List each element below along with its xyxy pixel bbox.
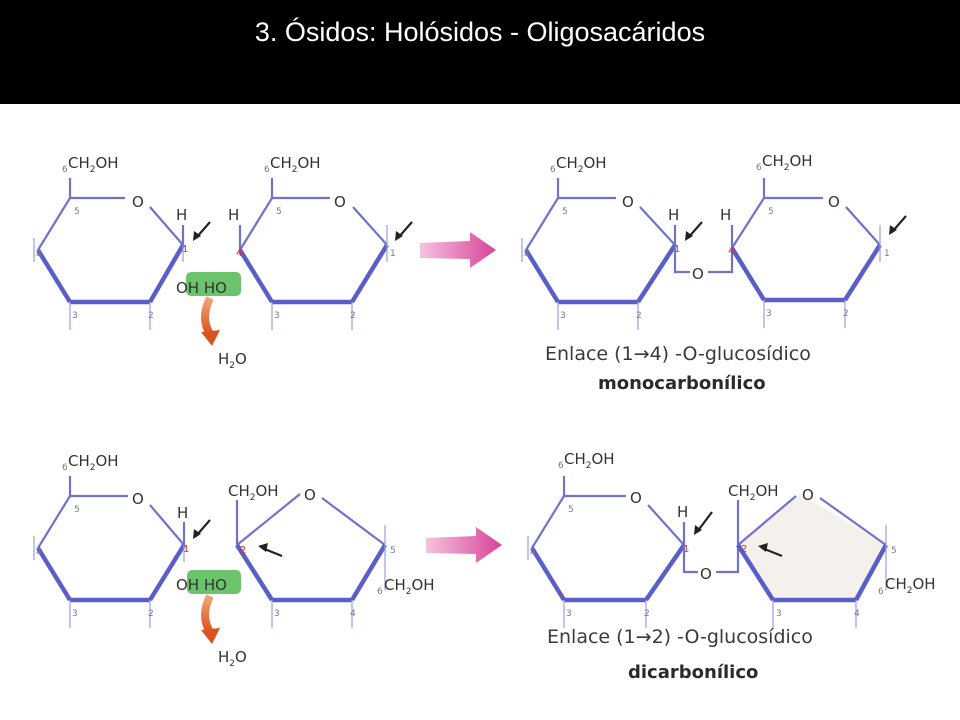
c4-h: H bbox=[228, 206, 239, 224]
ch2oh-label: CH2OH bbox=[68, 452, 119, 473]
carbon-5-number: 5 bbox=[891, 546, 897, 556]
carbon-3-number: 3 bbox=[766, 309, 772, 319]
carbon-1-number: 1 bbox=[183, 544, 189, 555]
carbon-4-number: 4 bbox=[530, 548, 536, 558]
carbon-6-number: 6 bbox=[878, 587, 884, 597]
glycosidic-oxygen: O bbox=[692, 265, 704, 283]
ch2oh-label: CH2OH bbox=[762, 152, 813, 173]
anomeric-h: H bbox=[176, 206, 187, 224]
carbon-4-number: 4 bbox=[728, 246, 734, 257]
carbon-1-number: 1 bbox=[390, 249, 396, 259]
water-release-arrow bbox=[201, 296, 214, 337]
anomeric-h: H bbox=[177, 504, 188, 522]
ring-oxygen: O bbox=[828, 193, 840, 211]
carbon-2-number: 2 bbox=[636, 311, 642, 321]
carbon-3-number: 3 bbox=[274, 311, 280, 321]
hydroxyl-groups-label: OH HO bbox=[176, 576, 227, 594]
carbon-5-number: 5 bbox=[276, 207, 282, 217]
hydroxyl-highlight bbox=[187, 570, 241, 594]
hydroxyl-groups-label: OH HO bbox=[176, 279, 227, 297]
glucose-ring-a: CH2OH 6 5 4 3 2 1 O H bbox=[33, 154, 211, 330]
carbon-3-number: 3 bbox=[776, 609, 782, 619]
carbon-2-number: 2 bbox=[741, 544, 747, 555]
top-bond-caption: Enlace (1→4) -O-glucosídico bbox=[545, 343, 811, 365]
top-right-product: CH2OH 6 5 4 3 2 1 O H O CH2OH 6 5 4 3 2 … bbox=[521, 152, 907, 394]
ch2oh-label: CH2OH bbox=[885, 575, 936, 596]
reaction-arrow-bottom bbox=[426, 527, 502, 563]
hydroxyl-highlight bbox=[186, 272, 241, 296]
carbon-1-number: 1 bbox=[674, 244, 680, 255]
carbon-2-number: 2 bbox=[350, 311, 356, 321]
ring-oxygen: O bbox=[304, 486, 316, 504]
ch2oh-label: CH2OH bbox=[728, 482, 779, 503]
carbon-5-number: 5 bbox=[74, 207, 80, 217]
ring-oxygen: O bbox=[132, 490, 144, 508]
carbon-6-number: 6 bbox=[756, 163, 762, 173]
carbon-5-number: 5 bbox=[562, 207, 568, 217]
carbon-6-number: 6 bbox=[558, 461, 564, 471]
carbon-3-number: 3 bbox=[566, 609, 572, 619]
ch2oh-label: CH2OH bbox=[270, 154, 321, 175]
carbon-4-number: 4 bbox=[854, 609, 860, 619]
top-bond-type: monocarbonílico bbox=[598, 373, 766, 394]
carbon-3-number: 3 bbox=[72, 311, 78, 321]
bottom-right-product: CH2OH 6 5 4 3 2 1 O H O CH2OH O 2 3 4 5 … bbox=[527, 450, 936, 683]
fructose-ring-fill bbox=[738, 494, 886, 600]
carbon-6-number: 6 bbox=[62, 165, 68, 175]
carbon-5-number: 5 bbox=[390, 546, 396, 556]
carbon-6-number: 6 bbox=[62, 463, 68, 473]
bottom-left-reactants: CH2OH 6 5 4 3 2 1 O H CH2OH O 2 3 4 5 6 … bbox=[33, 452, 435, 669]
carbon-1-number: 1 bbox=[182, 244, 188, 255]
carbon-5-number: 5 bbox=[568, 505, 574, 515]
bottom-bond-caption: Enlace (1→2) -O-glucosídico bbox=[547, 626, 813, 648]
ch2oh-label: CH2OH bbox=[556, 154, 607, 175]
slide-title: 3. Ósidos: Holósidos - Oligosacáridos bbox=[254, 17, 706, 47]
slide-header: 3. Ósidos: Holósidos - Oligosacáridos bbox=[0, 0, 960, 104]
ring-oxygen: O bbox=[622, 193, 634, 211]
carbon-1-number: 1 bbox=[683, 544, 689, 555]
ring-oxygen: O bbox=[630, 489, 642, 507]
carbon-2-number: 2 bbox=[644, 609, 650, 619]
carbon-4-number: 4 bbox=[350, 609, 356, 619]
ring-oxygen: O bbox=[802, 486, 814, 504]
glucose-ring-b: CH2OH 6 5 4 3 2 1 O H bbox=[228, 154, 413, 330]
ch2oh-label: CH2OH bbox=[68, 154, 119, 175]
ch2oh-label: CH2OH bbox=[564, 450, 615, 471]
carbon-2-number: 2 bbox=[148, 609, 154, 619]
carbon-2-number: 2 bbox=[240, 545, 246, 556]
anomeric-h: H bbox=[677, 503, 688, 521]
glycosidic-bond-diagram: CH2OH 6 5 4 3 2 1 O H CH2OH bbox=[33, 152, 936, 683]
ring-oxygen: O bbox=[132, 193, 144, 211]
bottom-bond-type: dicarbonílico bbox=[628, 662, 758, 683]
ch2oh-label: CH2OH bbox=[384, 576, 435, 597]
carbon-6-number: 6 bbox=[264, 165, 270, 175]
water-release-arrow bbox=[201, 594, 214, 635]
carbon-6-number: 6 bbox=[550, 165, 556, 175]
carbon-4-number: 4 bbox=[36, 548, 42, 558]
reaction-arrow-top bbox=[420, 232, 496, 268]
ch2oh-label: CH2OH bbox=[228, 482, 279, 503]
carbon-2-number: 2 bbox=[843, 309, 849, 319]
ring-oxygen: O bbox=[334, 193, 346, 211]
carbon-3-number: 3 bbox=[72, 609, 78, 619]
top-left-reactants: CH2OH 6 5 4 3 2 1 O H CH2OH bbox=[33, 154, 413, 371]
glycosidic-oxygen: O bbox=[700, 565, 712, 583]
carbon-1-number: 1 bbox=[884, 249, 890, 259]
anomeric-h: H bbox=[668, 206, 679, 224]
carbon-3-number: 3 bbox=[274, 609, 280, 619]
carbon-3-number: 3 bbox=[560, 311, 566, 321]
carbon-2-number: 2 bbox=[148, 311, 154, 321]
carbon-4-number: 4 bbox=[524, 250, 530, 260]
water-label: H2O bbox=[218, 648, 247, 669]
carbon-6-number: 6 bbox=[377, 587, 383, 597]
carbon-5-number: 5 bbox=[74, 505, 80, 515]
water-label: H2O bbox=[218, 350, 247, 371]
c4-h: H bbox=[720, 206, 731, 224]
carbon-5-number: 5 bbox=[768, 207, 774, 217]
carbon-4-number: 4 bbox=[236, 248, 242, 259]
carbon-4-number: 4 bbox=[36, 250, 42, 260]
